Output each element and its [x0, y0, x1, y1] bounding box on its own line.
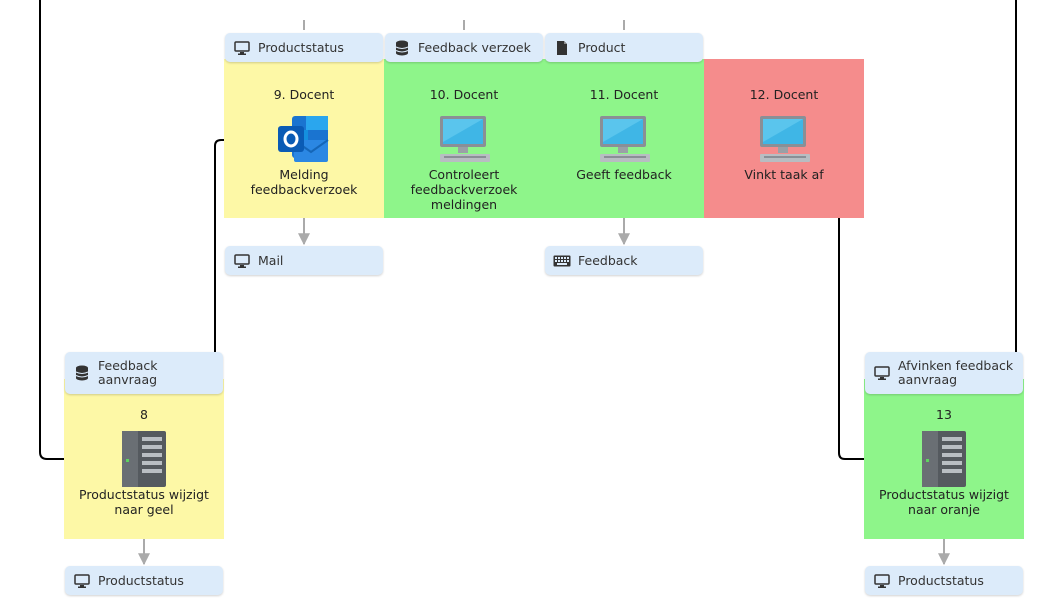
step-label: Melding feedbackverzoek	[250, 167, 358, 197]
computer-icon	[440, 116, 490, 162]
monitor-icon	[873, 365, 891, 381]
step-label: Geeft feedback	[576, 167, 672, 182]
step-12: 12. Docent Vinkt taak af	[704, 59, 864, 218]
tag-feedback[interactable]: Feedback	[545, 246, 703, 275]
monitor-icon	[233, 40, 251, 56]
step-title: 11. Docent	[589, 87, 659, 102]
tag-label: Productstatus	[258, 39, 344, 55]
server-icon	[122, 431, 166, 487]
step-9: 9. Docent Melding feedbackverzoek	[224, 59, 384, 218]
step-label: Controleert feedbackverzoek meldingen	[410, 167, 518, 212]
server-icon	[922, 431, 966, 487]
step-label: Productstatus wijzigt naar oranje	[879, 487, 1009, 517]
database-icon	[73, 365, 91, 381]
monitor-icon	[73, 573, 91, 589]
monitor-icon	[873, 573, 891, 589]
flow-in-8	[39, 0, 116, 466]
document-icon	[553, 40, 571, 56]
tag-label: Mail	[258, 252, 284, 268]
tag-label: Feedback verzoek	[418, 39, 531, 55]
step-title: 8	[140, 407, 148, 422]
database-icon	[393, 40, 411, 56]
tag-label: Afvinken feedback aanvraag	[898, 358, 1014, 387]
tag-label: Productstatus	[898, 572, 984, 588]
outlook-icon	[278, 116, 329, 162]
tag-feedback-aanvraag[interactable]: Feedback aanvraag	[65, 352, 223, 394]
tag-mail[interactable]: Mail	[225, 246, 383, 275]
computer-icon	[760, 116, 810, 162]
tag-productstatus-in[interactable]: Productstatus	[225, 33, 383, 62]
monitor-icon	[233, 253, 251, 269]
step-title: 13	[936, 407, 952, 422]
tag-productstatus-8-out[interactable]: Productstatus	[65, 566, 223, 595]
step-title: 12. Docent	[749, 87, 819, 102]
tag-label: Productstatus	[98, 572, 184, 588]
tag-product[interactable]: Product	[545, 33, 703, 62]
tag-productstatus-13-out[interactable]: Productstatus	[865, 566, 1023, 595]
tag-feedback-verzoek[interactable]: Feedback verzoek	[385, 33, 543, 62]
step-title: 9. Docent	[273, 87, 335, 102]
step-label: Productstatus wijzigt naar geel	[79, 487, 209, 517]
computer-icon	[600, 116, 650, 162]
tag-label: Feedback	[578, 252, 638, 268]
tag-label: Product	[578, 39, 626, 55]
step-title: 10. Docent	[429, 87, 499, 102]
tag-afvinken-feedback-aanvraag[interactable]: Afvinken feedback aanvraag	[865, 352, 1023, 394]
keyboard-icon	[553, 253, 571, 269]
tag-label: Feedback aanvraag	[98, 358, 158, 387]
step-label: Vinkt taak af	[744, 167, 824, 182]
